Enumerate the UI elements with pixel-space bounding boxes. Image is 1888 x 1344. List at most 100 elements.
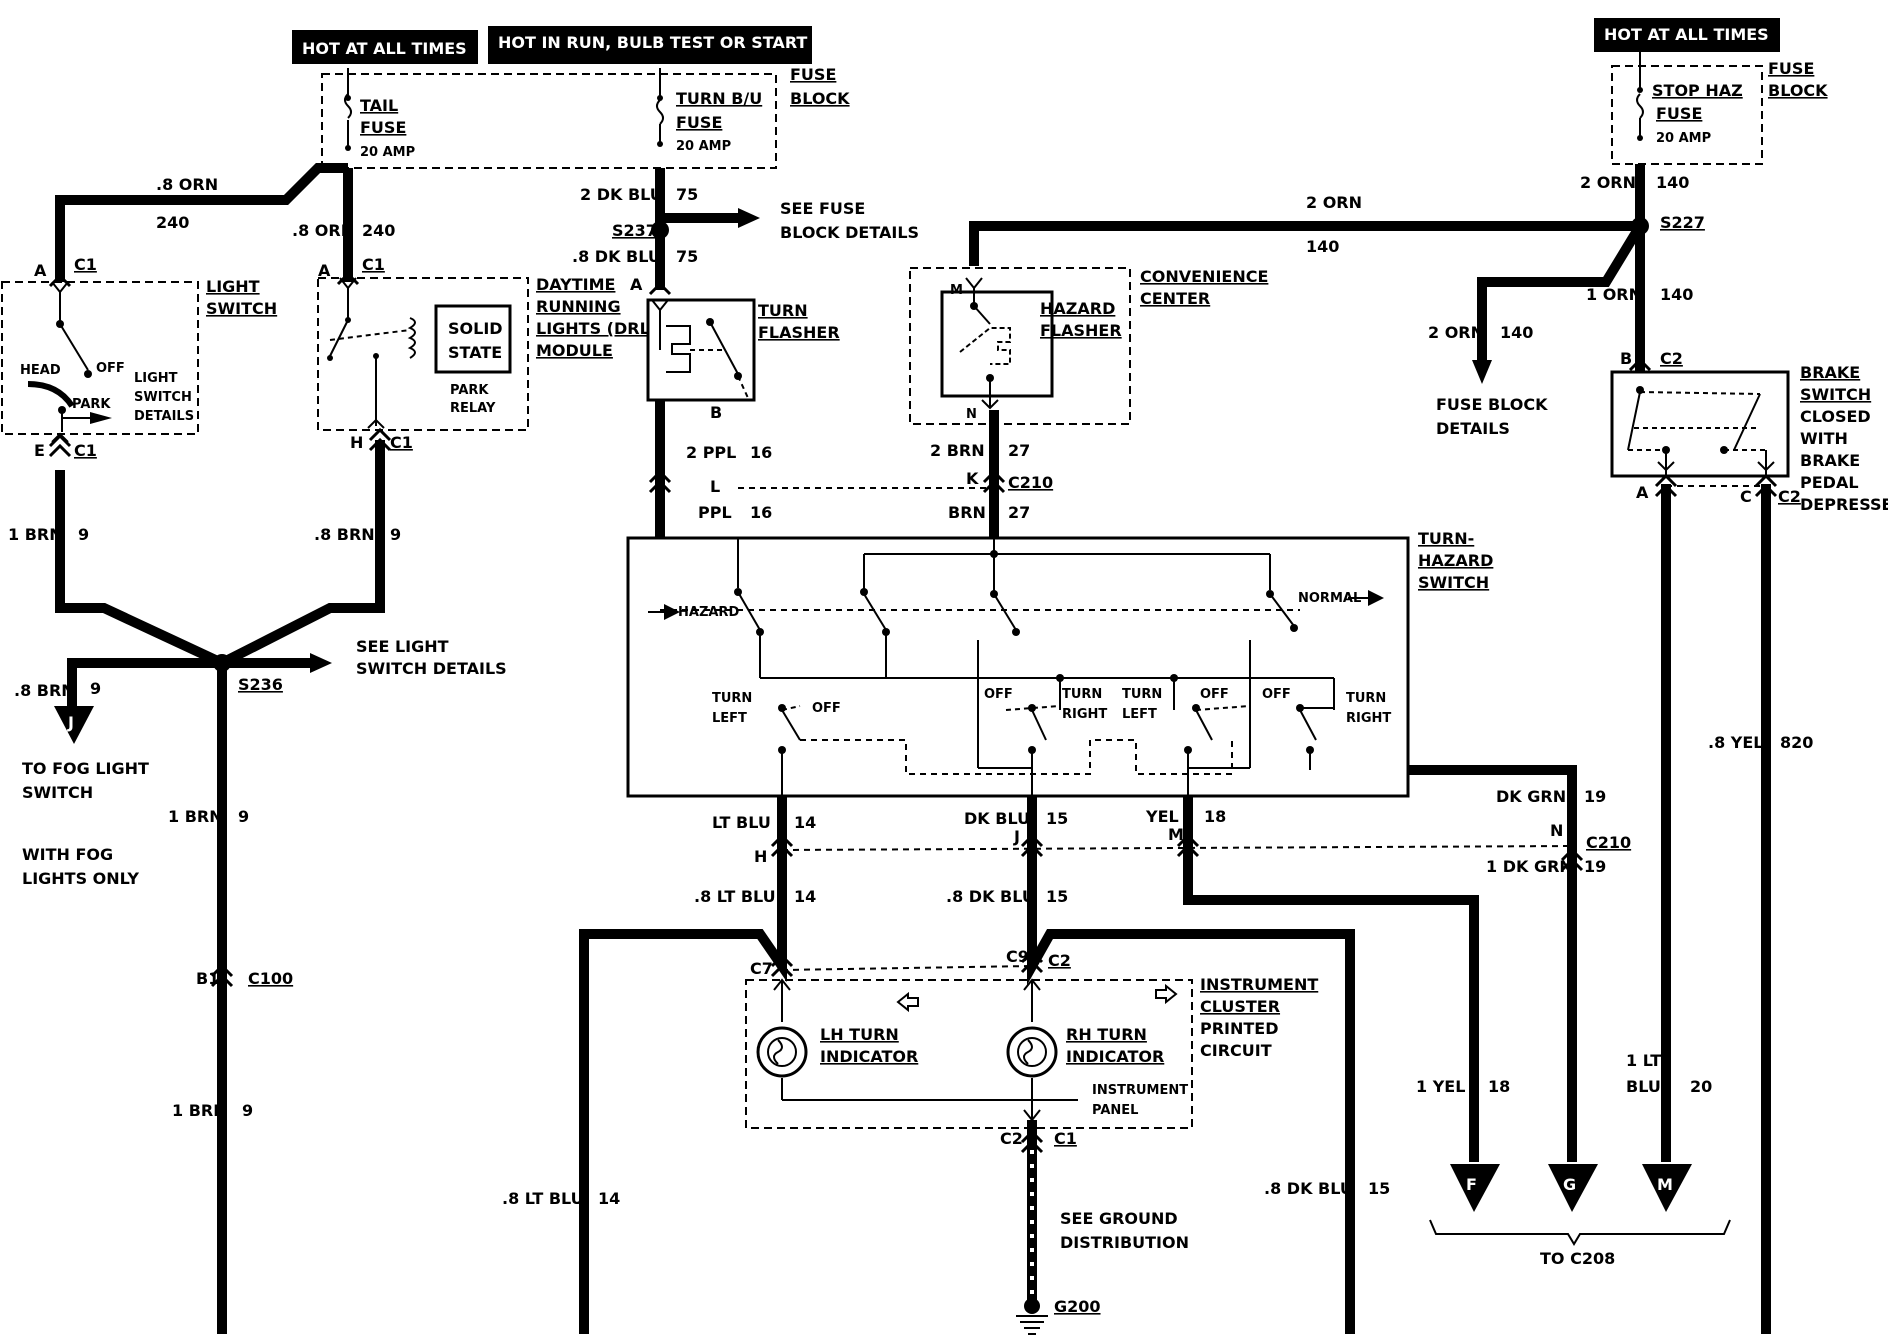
svg-text:PANEL: PANEL	[1092, 1103, 1138, 1118]
svg-text:N: N	[1550, 821, 1563, 840]
svg-text:BLU: BLU	[1626, 1077, 1661, 1096]
svg-text:FUSE: FUSE	[360, 118, 406, 137]
svg-text:75: 75	[676, 247, 698, 266]
terminal-m: M	[1642, 1164, 1692, 1212]
svg-text:C2: C2	[1048, 951, 1071, 970]
svg-text:.8 YEL: .8 YEL	[1708, 733, 1764, 752]
svg-text:9: 9	[238, 807, 249, 826]
svg-text:PARK: PARK	[450, 383, 489, 398]
svg-text:LIGHT: LIGHT	[206, 277, 260, 296]
ground-g200: G200	[1016, 1297, 1101, 1335]
svg-text:BLOCK DETAILS: BLOCK DETAILS	[780, 223, 919, 242]
svg-text:HOT IN RUN, BULB TEST OR STAR: HOT IN RUN, BULB TEST OR START	[498, 33, 807, 52]
svg-text:E: E	[34, 441, 45, 460]
svg-text:TO C208: TO C208	[1540, 1249, 1615, 1268]
svg-text:9: 9	[242, 1101, 253, 1120]
svg-text:BLOCK: BLOCK	[790, 89, 850, 108]
svg-text:TO FOG LIGHT: TO FOG LIGHT	[22, 759, 149, 778]
svg-text:BRAKE: BRAKE	[1800, 363, 1860, 382]
svg-text:240: 240	[362, 221, 395, 240]
svg-text:LIGHTS (DRL): LIGHTS (DRL)	[536, 319, 657, 338]
svg-text:RIGHT: RIGHT	[1346, 711, 1391, 726]
svg-text:9: 9	[390, 525, 401, 544]
svg-text:LEFT: LEFT	[1122, 707, 1157, 722]
svg-text:F: F	[1466, 1175, 1477, 1194]
svg-text:.8 LT BLU: .8 LT BLU	[502, 1189, 584, 1208]
svg-text:HAZARD: HAZARD	[1418, 551, 1493, 570]
turn-hazard-switch: TURN- HAZARD SWITCH	[626, 529, 1493, 798]
splice-s236: S236	[213, 654, 283, 694]
svg-text:1 LT: 1 LT	[1626, 1051, 1661, 1070]
svg-text:CLUSTER: CLUSTER	[1200, 997, 1280, 1016]
svg-text:.8 BRN: .8 BRN	[314, 525, 375, 544]
fuse-block-right: STOP HAZ FUSE 20 AMP FUSE BLOCK	[1611, 52, 1828, 165]
svg-text:DEPRESSED: DEPRESSED	[1800, 495, 1888, 514]
svg-text:16: 16	[750, 443, 772, 462]
svg-text:C7: C7	[750, 959, 773, 978]
svg-text:C1: C1	[362, 255, 385, 274]
svg-text:TURN: TURN	[1346, 691, 1386, 706]
svg-text:YEL: YEL	[1145, 807, 1179, 826]
svg-text:M: M	[1168, 825, 1184, 844]
svg-text:DAYTIME: DAYTIME	[536, 275, 615, 294]
svg-text:14: 14	[598, 1189, 620, 1208]
svg-text:OFF: OFF	[96, 361, 125, 376]
svg-text:M: M	[1657, 1175, 1673, 1194]
svg-text:240: 240	[156, 213, 189, 232]
svg-text:LIGHT: LIGHT	[134, 371, 178, 386]
svg-text:SWITCH: SWITCH	[1418, 573, 1489, 592]
svg-text:DETAILS: DETAILS	[1436, 419, 1510, 438]
svg-text:OFF: OFF	[812, 701, 841, 716]
svg-text:18: 18	[1204, 807, 1226, 826]
svg-text:20 AMP: 20 AMP	[676, 139, 731, 154]
svg-text:CIRCUIT: CIRCUIT	[1200, 1041, 1272, 1060]
svg-text:A: A	[318, 261, 331, 280]
svg-text:INSTRUMENT: INSTRUMENT	[1092, 1083, 1188, 1098]
hazard-flasher: HAZARD FLASHER CONVENIENCE CENTER M N	[909, 267, 1268, 425]
svg-text:18: 18	[1488, 1077, 1510, 1096]
svg-text:140: 140	[1306, 237, 1339, 256]
svg-text:9: 9	[78, 525, 89, 544]
svg-text:SOLID: SOLID	[448, 319, 503, 338]
svg-text:2 ORN: 2 ORN	[1580, 173, 1636, 192]
svg-text:140: 140	[1500, 323, 1533, 342]
svg-text:DISTRIBUTION: DISTRIBUTION	[1060, 1233, 1189, 1252]
svg-text:FUSE: FUSE	[790, 65, 836, 84]
svg-text:27: 27	[1008, 441, 1030, 460]
svg-text:BRN: BRN	[948, 503, 986, 522]
svg-text:LT BLU: LT BLU	[712, 813, 771, 832]
terminal-f: F	[1450, 1164, 1500, 1212]
svg-text:DK GRN: DK GRN	[1496, 787, 1566, 806]
instrument-cluster: LH TURN INDICATOR RH TURN INDICATOR INST…	[745, 975, 1318, 1129]
svg-text:S237: S237	[612, 221, 657, 240]
svg-text:140: 140	[1656, 173, 1689, 192]
wire-labels: .8 ORN 240 .8 ORN 240 2 DK BLU 75 .8 DK …	[8, 173, 1813, 1208]
svg-text:OFF: OFF	[1200, 687, 1229, 702]
svg-text:CENTER: CENTER	[1140, 289, 1210, 308]
svg-text:WITH: WITH	[1800, 429, 1848, 448]
svg-text:C2: C2	[1000, 1129, 1023, 1148]
svg-text:PPL: PPL	[698, 503, 732, 522]
terminal-j: J	[54, 706, 94, 744]
svg-text:1 BRN: 1 BRN	[8, 525, 63, 544]
svg-text:140: 140	[1660, 285, 1693, 304]
svg-text:SWITCH: SWITCH	[134, 390, 192, 405]
svg-text:2 PPL: 2 PPL	[686, 443, 736, 462]
svg-text:.8 DK BLU: .8 DK BLU	[946, 887, 1035, 906]
svg-text:19: 19	[1584, 787, 1606, 806]
svg-text:TURN: TURN	[712, 691, 752, 706]
svg-text:SEE LIGHT: SEE LIGHT	[356, 637, 449, 656]
svg-text:2 ORN: 2 ORN	[1306, 193, 1362, 212]
svg-text:S236: S236	[238, 675, 283, 694]
header-hot-in-run: HOT IN RUN, BULB TEST OR START	[488, 26, 812, 64]
svg-text:MODULE: MODULE	[536, 341, 613, 360]
svg-text:TURN B/U: TURN B/U	[676, 89, 762, 108]
svg-text:C1: C1	[74, 441, 97, 460]
header-hot-at-all-times-right: HOT AT ALL TIMES	[1594, 18, 1780, 52]
svg-text:.8 BRN: .8 BRN	[14, 681, 75, 700]
svg-text:HAZARD: HAZARD	[1040, 299, 1115, 318]
drl-module: SOLID STATE PARK RELAY DAYTIME RUNNING L…	[317, 275, 657, 431]
svg-text:LH TURN: LH TURN	[820, 1025, 899, 1044]
svg-text:HOT AT ALL TIMES: HOT AT ALL TIMES	[302, 39, 467, 58]
svg-text:2 ORN: 2 ORN	[1428, 323, 1484, 342]
